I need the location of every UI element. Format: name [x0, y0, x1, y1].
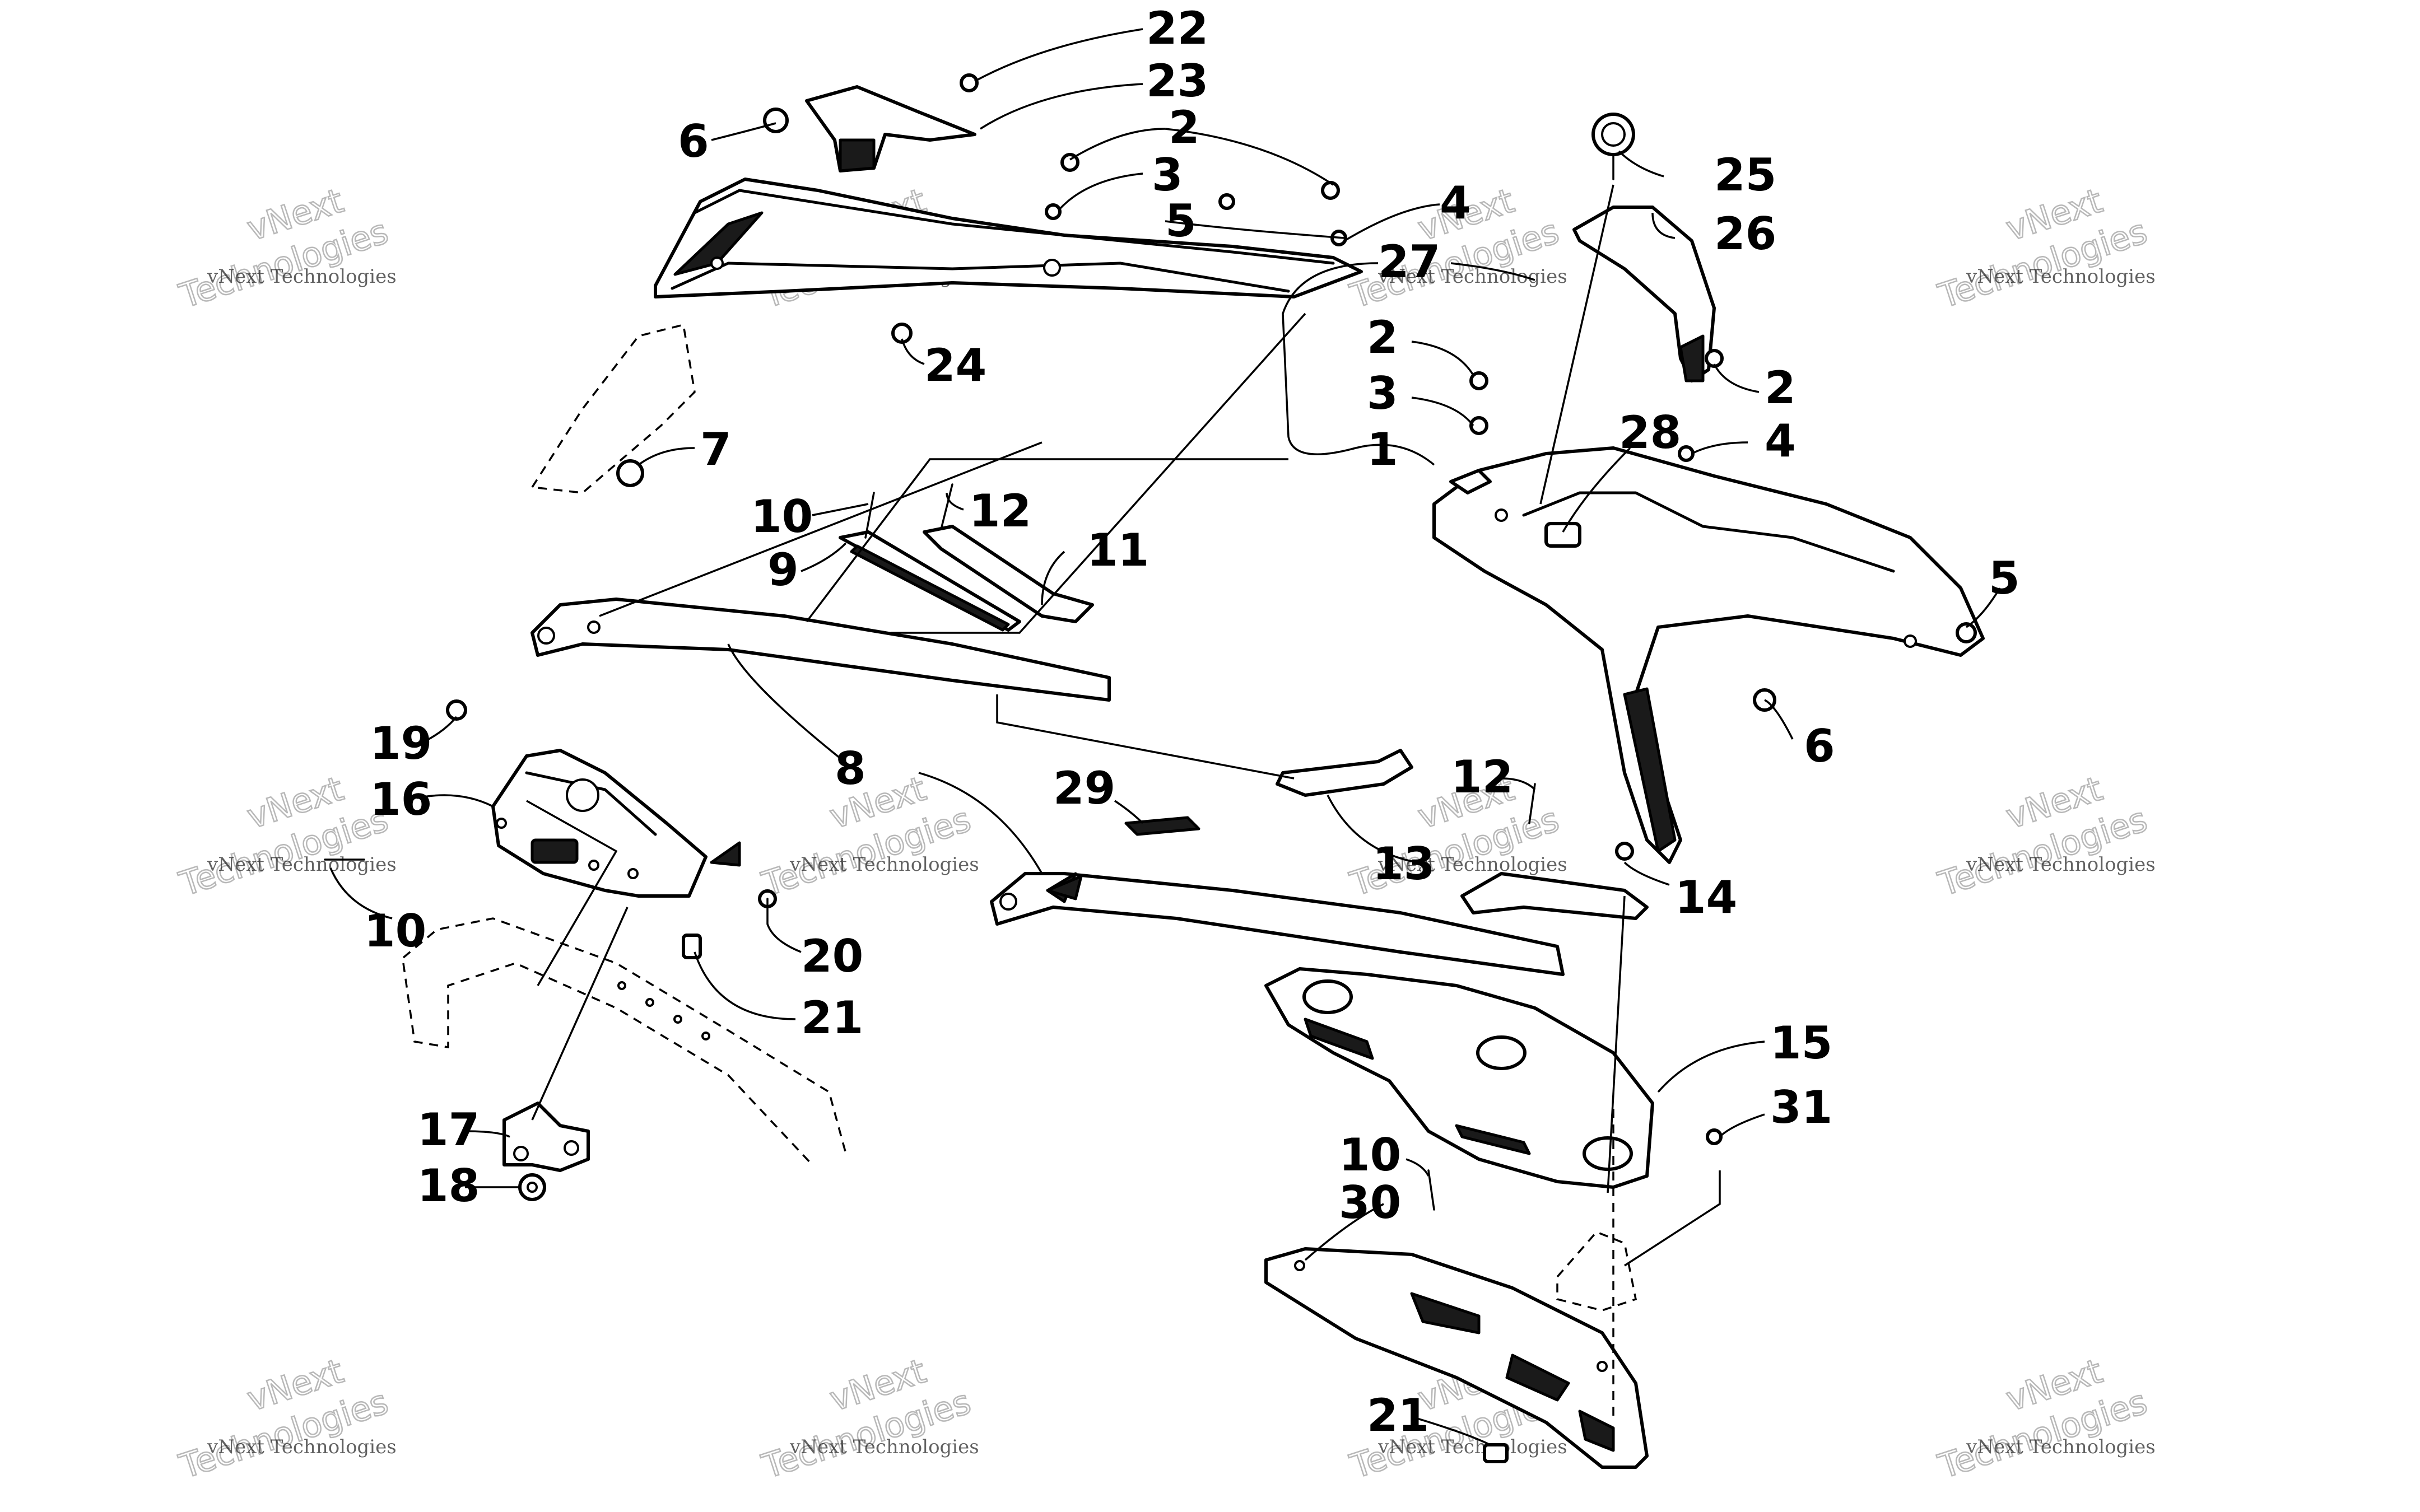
parts [324, 73, 1985, 1469]
callout-21: 21 [801, 992, 863, 1044]
callout-10: 10 [751, 491, 813, 543]
watermark-label: vNext Technologies [1377, 853, 1567, 876]
watermark-label: vNext Technologies [1377, 1436, 1567, 1458]
watermark-label: vNext Technologies [207, 265, 397, 288]
callout-2: 2 [1169, 101, 1200, 153]
callout-3: 3 [1152, 149, 1183, 201]
callout-31: 31 [1770, 1081, 1832, 1133]
watermark: vNext Technologies vNext Technologies [174, 180, 397, 317]
callout-8: 8 [835, 743, 866, 795]
callout-10: 10 [364, 905, 426, 957]
watermark: vNext Technologies vNext Technologies [174, 1351, 397, 1487]
bracket-11 [923, 525, 1094, 623]
callout-9: 9 [767, 544, 799, 596]
callout-22: 22 [1146, 2, 1208, 54]
mount-bracket [491, 749, 708, 898]
callout-11: 11 [1087, 524, 1149, 576]
callout-13: 13 [1372, 838, 1435, 890]
watermark: vNext Technologies vNext Technologies [1933, 768, 2156, 905]
callout-16: 16 [370, 773, 432, 825]
assembly-lines [526, 184, 1721, 1417]
callout-12: 12 [969, 485, 1031, 537]
watermark-label: vNext Technologies [207, 1436, 397, 1458]
bracket-13 [1276, 749, 1413, 797]
callout-25: 25 [1714, 149, 1776, 201]
watermark-label: vNext Technologies [1377, 265, 1567, 288]
watermark: vNext Technologies vNext Technologies [174, 768, 397, 905]
watermark-label: vNext Technologies [1966, 853, 2156, 876]
strip-29 [1124, 816, 1200, 836]
plate-17 [502, 1102, 590, 1172]
callout-26: 26 [1714, 208, 1776, 260]
reference-markers [710, 841, 1083, 900]
watermark: vNext Technologies vNext Technologies [1933, 180, 2156, 317]
callout-24: 24 [924, 339, 986, 391]
watermark: vNext Technologies vNext Technologies [1933, 1351, 2156, 1487]
watermark-label: vNext Technologies [1966, 1436, 2156, 1458]
callout-10: 10 [1339, 1129, 1401, 1181]
upper-rail [530, 598, 1111, 702]
callout-21: 21 [1367, 1389, 1429, 1441]
callout-14: 14 [1675, 871, 1737, 923]
watermark-label: vNext Technologies [1966, 265, 2156, 288]
callout-27: 27 [1378, 236, 1440, 288]
callout-4: 4 [1765, 415, 1796, 467]
watermark-label: vNext Technologies [789, 853, 979, 876]
skid-plate-30 [1264, 1230, 1649, 1469]
callout-5: 5 [1989, 552, 2020, 604]
callout-30: 30 [1339, 1177, 1401, 1229]
windscreen [1572, 206, 1716, 382]
callout-20: 20 [801, 930, 863, 982]
callout-7: 7 [700, 423, 732, 475]
bracket-9 [839, 530, 1021, 632]
callout-6: 6 [678, 115, 709, 167]
callout-28: 28 [1619, 407, 1681, 459]
callout-3: 3 [1367, 367, 1398, 419]
watermark: vNext Technologies vNext Technologies [757, 1351, 979, 1487]
callout-1: 1 [1367, 423, 1398, 475]
deflector-bracket [805, 85, 976, 172]
callout-2: 2 [1765, 362, 1796, 414]
washer-18 [518, 1173, 546, 1201]
callout-19: 19 [370, 717, 432, 769]
tray-15 [1264, 967, 1654, 1189]
watermark: vNext Technologies vNext Technologies [757, 768, 979, 905]
callout-6: 6 [1804, 720, 1835, 772]
callout-15: 15 [1770, 1017, 1832, 1069]
right-console-panel [1432, 446, 1985, 864]
fasteners [324, 73, 1977, 1463]
watermarks: vNext Technologies vNext Technologies vN… [174, 180, 2156, 1487]
callout-12: 12 [1451, 751, 1513, 803]
callout-29: 29 [1053, 762, 1115, 814]
callout-17: 17 [417, 1104, 480, 1156]
lower-rail [990, 872, 1565, 976]
callout-5: 5 [1165, 195, 1197, 247]
left-side-panel [530, 178, 1363, 494]
chassis-outline [402, 917, 847, 1166]
bracket-14 [1460, 872, 1649, 920]
callout-numbers: 22 23 2 3 5 4 6 7 24 27 25 26 2 3 1 28 2… [364, 2, 2020, 1441]
watermark-label: vNext Technologies [207, 853, 397, 876]
callout-4: 4 [1440, 177, 1471, 229]
ring-fastener [1591, 113, 1635, 180]
callout-2: 2 [1367, 311, 1398, 363]
watermark-label: vNext Technologies [789, 1436, 979, 1458]
callout-23: 23 [1146, 55, 1208, 107]
callout-leaders [329, 28, 2001, 1446]
callout-18: 18 [417, 1160, 480, 1212]
